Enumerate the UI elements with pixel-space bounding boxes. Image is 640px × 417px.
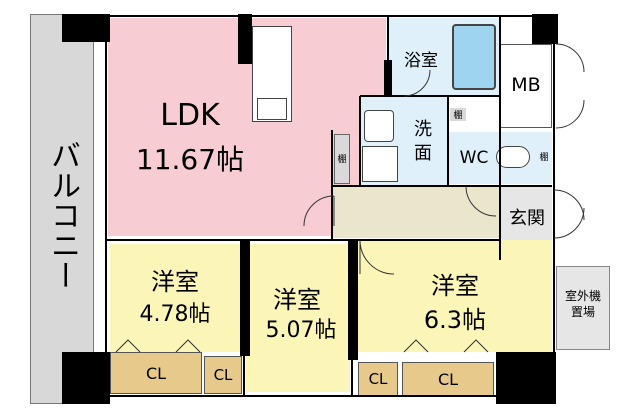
bathroom-label: 浴室 <box>404 51 438 71</box>
closet-east-small-label: CL <box>368 370 388 388</box>
wash-shelf-label: 棚 <box>450 108 466 121</box>
entrance-label: 玄関 <box>509 208 545 229</box>
closet-middle <box>204 356 242 394</box>
wc-label: WC <box>459 148 489 168</box>
hallway <box>332 186 502 238</box>
ldk-shelf-label: 棚 <box>337 155 347 165</box>
center-room <box>246 244 350 392</box>
outdoor-unit-label: 室外機 置場 <box>564 289 601 319</box>
kitchen-sink <box>257 98 287 120</box>
mb-space <box>500 44 552 128</box>
wash-basin <box>364 110 394 142</box>
center-room-name: 洋室 <box>273 286 321 314</box>
east-room-name: 洋室 <box>431 272 479 300</box>
outdoor-unit-space <box>556 266 610 350</box>
closet-middle-label: CL <box>213 366 233 384</box>
wc-shelf-label: 棚 <box>539 153 549 163</box>
entrance <box>502 186 552 240</box>
closet-west <box>110 352 202 394</box>
bathtub <box>452 24 496 90</box>
west-room-name: 洋室 <box>151 268 199 296</box>
closet-east-large-label: CL <box>437 370 459 389</box>
balcony-label: バルコニー <box>45 140 80 290</box>
washroom-label: 洗 面 <box>414 119 432 164</box>
balcony <box>30 14 94 404</box>
ldk-name: LDK <box>160 98 220 133</box>
washing-machine-pan <box>362 146 398 182</box>
east-room-size: 6.3帖 <box>423 306 487 334</box>
ldk-size: 11.67帖 <box>135 143 245 176</box>
east-room <box>354 240 552 352</box>
center-room-size: 5.07帖 <box>265 318 337 343</box>
toilet <box>496 146 530 168</box>
mb-label: MB <box>511 74 541 96</box>
closet-east-small <box>358 362 398 396</box>
closet-west-label: CL <box>145 364 167 383</box>
ldk-shelf <box>334 134 350 184</box>
west-room <box>110 244 242 352</box>
west-room-size: 4.78帖 <box>139 302 211 327</box>
